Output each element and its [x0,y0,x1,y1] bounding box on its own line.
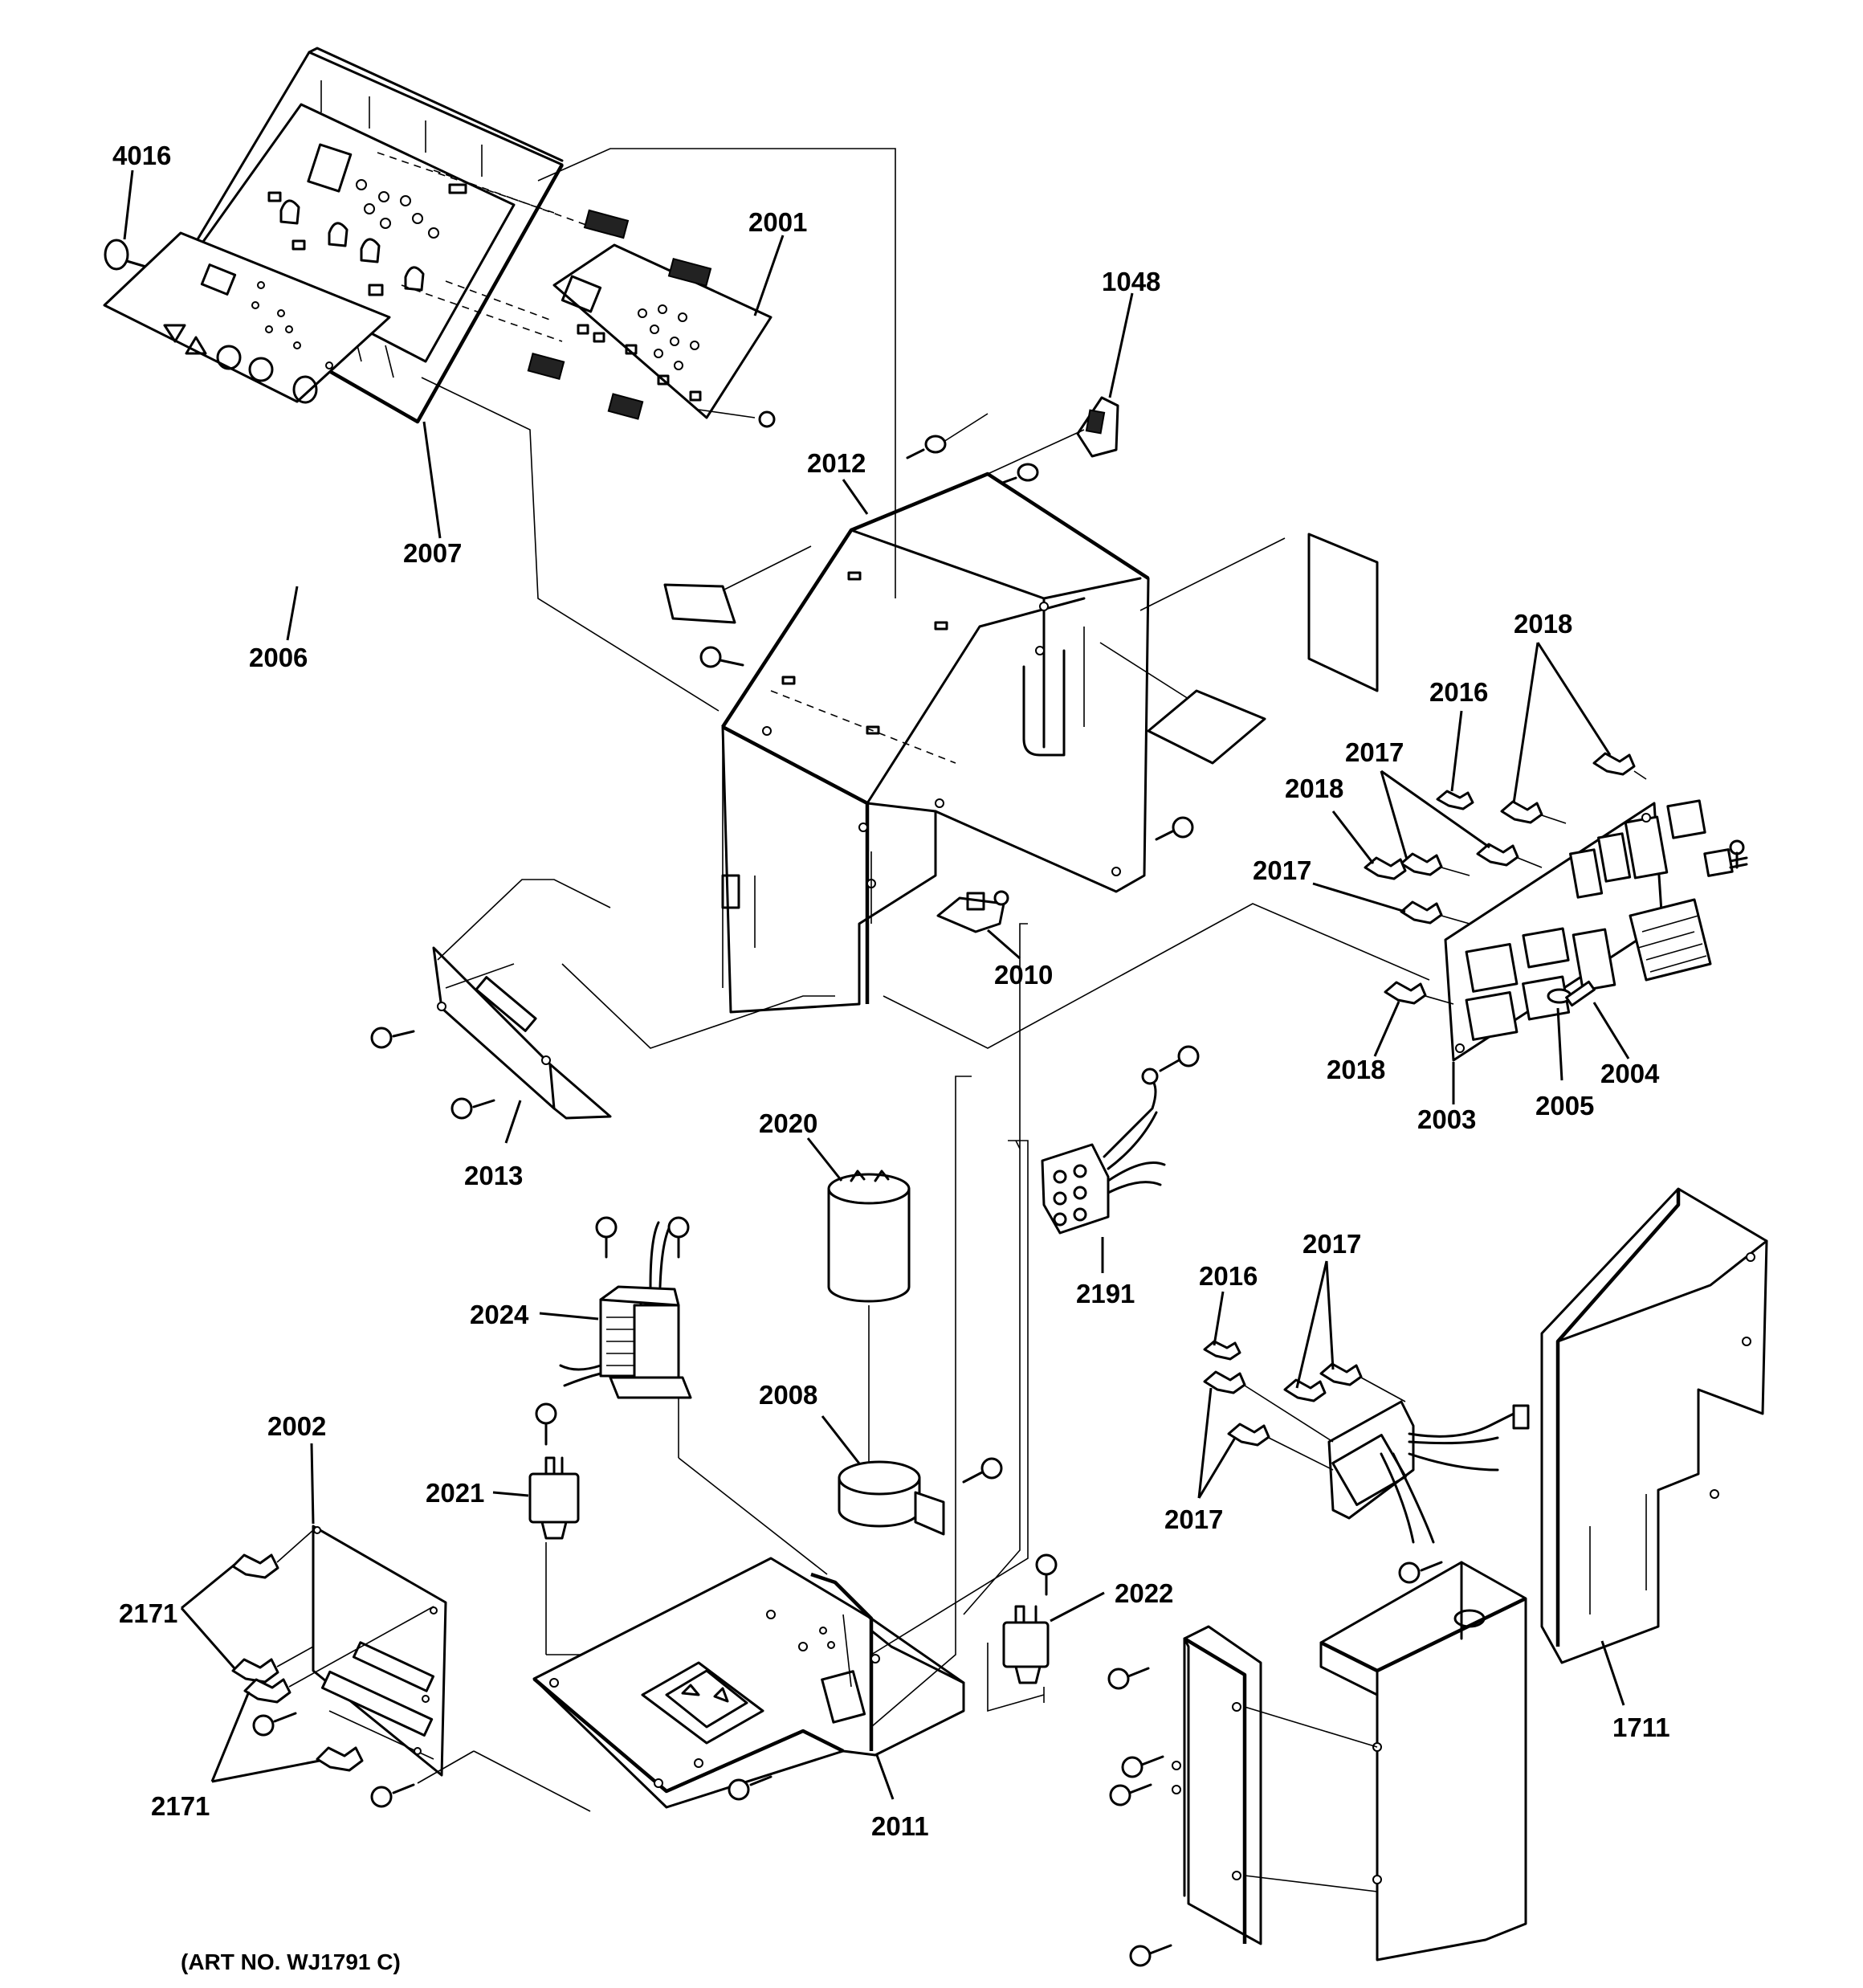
clip-2017-upper-b [1476,843,1543,868]
clip-2018-left [1364,856,1407,880]
label-2010: 2010 [994,960,1053,990]
clip-2017-lower-c [1203,1370,1334,1443]
label-2021: 2021 [426,1478,484,1508]
bracket-2012 [721,471,1150,1014]
transformer-2024 [559,1216,828,1575]
clip-2017-lower-d [1227,1423,1334,1471]
insulation-strip [663,545,812,624]
label-2005: 2005 [1535,1091,1594,1121]
relay-board-2003 [1444,799,1748,1062]
screw-right-2012 [1155,816,1194,841]
label-2017-low-top: 2017 [1302,1229,1361,1259]
clip-2018-upper-a [1500,800,1567,824]
label-2003: 2003 [1417,1104,1476,1134]
label-1048: 1048 [1102,267,1160,296]
label-2016-top: 2016 [1429,677,1488,707]
label-2004: 2004 [1600,1059,1660,1088]
screw-2002-b [370,1750,591,1812]
capacitor-2020 [827,1170,911,1462]
label-2007: 2007 [403,538,462,568]
label-2022: 2022 [1115,1578,1173,1608]
clip-2016-lower [1203,1340,1241,1361]
screw-2002-a [252,1712,297,1737]
clip-2010 [936,890,1009,933]
screw-left-2012 [699,646,744,668]
insulation-pad [1099,642,1266,765]
clip-2017-upper-a [1400,852,1470,876]
insulation-panel-tall [1139,533,1379,692]
label-2006: 2006 [249,643,308,672]
clip-2017-lower-a [1283,1378,1327,1402]
label-2018-low: 2018 [1327,1055,1385,1084]
label-1711: 1711 [1612,1712,1670,1742]
part-labels: 4016 2001 1048 2007 2006 2012 2018 2016 … [112,141,1670,1974]
board-2002 [312,1525,447,1777]
clip-2017-lower-b [1319,1362,1406,1402]
clip-2171-b [231,1646,314,1684]
label-2017-low-bot: 2017 [1164,1504,1223,1534]
label-2191: 2191 [1076,1279,1135,1308]
label-2018-mid: 2018 [1285,774,1343,803]
panel-2013 [370,946,612,1120]
label-2171-top: 2171 [119,1598,177,1628]
label-2002: 2002 [267,1411,326,1441]
label-2018-top: 2018 [1514,609,1572,639]
label-2011: 2011 [871,1811,929,1841]
faceplate-2006 [103,231,391,404]
harness-2191 [1041,1045,1200,1235]
cover-box-right [1319,1561,1527,1961]
clip-2171-a [231,1529,314,1579]
label-2012: 2012 [807,448,866,478]
label-2020: 2020 [759,1108,817,1138]
strap-2008 [838,1457,1003,1536]
clip-2171-d [316,1746,364,1772]
clip-2018-upper-b [1592,752,1647,780]
control-board-2001 [527,209,776,428]
clip-2171-c [243,1606,434,1704]
label-2017-top: 2017 [1345,737,1404,767]
label-2008: 2008 [759,1380,817,1410]
clip-2017-lower [1400,900,1470,925]
label-4016: 4016 [112,141,171,170]
cover-panel-left [1107,1625,1378,1967]
label-2013: 2013 [464,1161,523,1190]
label-2017-mid: 2017 [1253,855,1311,885]
harness-lower [1327,1400,1530,1544]
label-2001: 2001 [748,207,807,237]
side-panel-1711 [1540,1187,1768,1664]
leader-lines [123,169,1630,1800]
label-2016-low: 2016 [1199,1261,1258,1291]
component-2004 [1565,980,1596,1007]
base-plate-2011 [532,1557,965,1809]
art-number: (ART NO. WJ1791 C) [181,1949,401,1974]
connection-lines [421,148,1430,1728]
clip-2018-lower [1384,981,1454,1005]
label-2171-bot: 2171 [151,1791,210,1821]
label-2024: 2024 [470,1300,529,1329]
clip-2016-upper [1436,790,1474,810]
relay-2022 [1002,1553,1058,1703]
switch-1048 [906,396,1119,487]
